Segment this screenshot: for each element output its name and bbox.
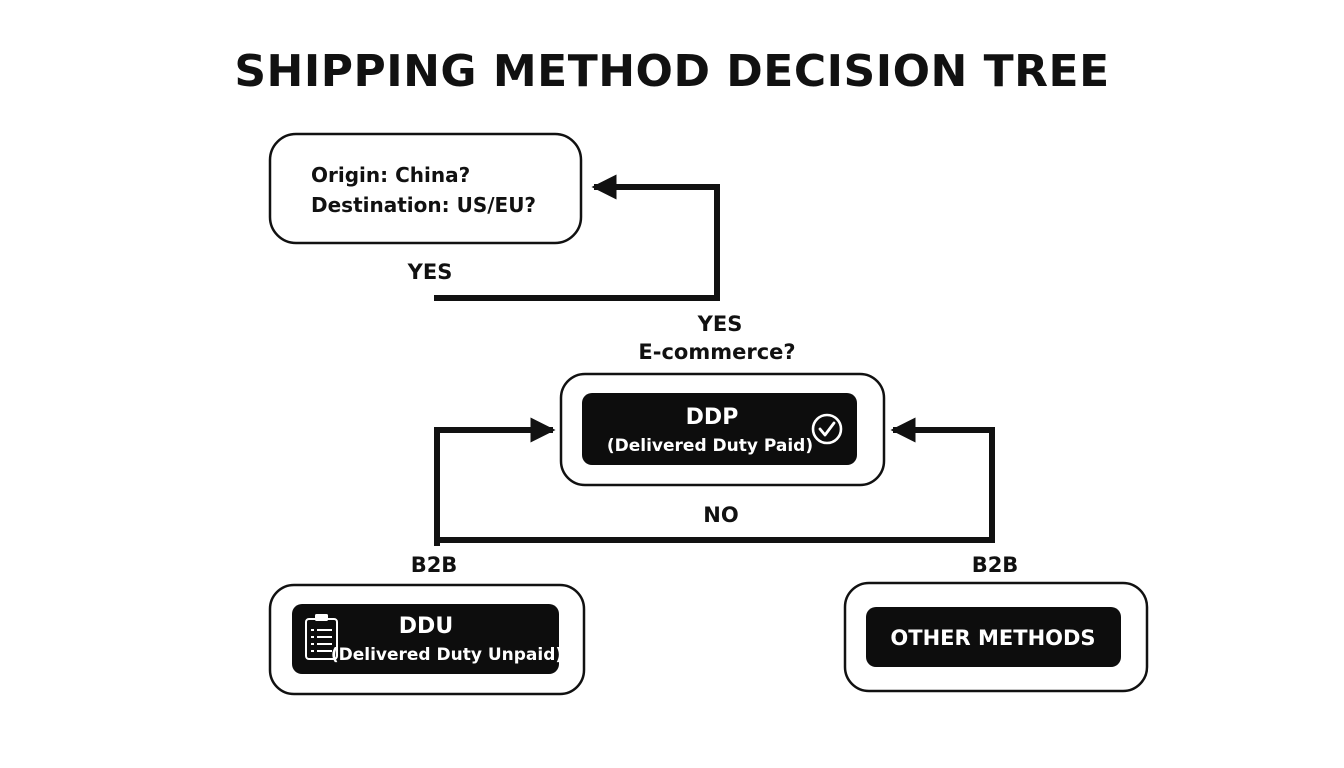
label-no: NO [703,503,738,527]
label-b2b-right: B2B [972,553,1019,577]
ddp-node-inner [582,393,857,465]
question-node-box [268,132,583,245]
other-methods-title: OTHER METHODS [890,626,1095,650]
ddp-node: DDP (Delivered Duty Paid) [559,372,886,487]
edge-no-left-arrow [434,417,556,546]
edge-no-right-arrow [437,417,995,543]
label-ecommerce-question: E-commerce? [638,340,795,364]
ddp-title: DDP [686,405,739,430]
ddu-node: DDU (Delivered Duty Unpaid) [268,583,586,696]
ddu-subtitle: (Delivered Duty Unpaid) [331,645,563,665]
ddu-title: DDU [399,614,453,639]
question-line-origin: Origin: China? [311,163,470,187]
ddu-node-inner [292,604,559,674]
question-node: Origin: China? Destination: US/EU? [268,132,583,245]
other-methods-inner [866,607,1121,667]
label-yes-mid: YES [697,312,743,336]
label-yes-top: YES [407,260,453,284]
check-circle-icon [811,413,843,445]
ddp-subtitle: (Delivered Duty Paid) [607,436,813,456]
edge-yes-loop-arrow [434,174,720,301]
diagram-title: SHIPPING METHOD DECISION TREE [234,46,1109,97]
label-b2b-left: B2B [411,553,458,577]
question-line-destination: Destination: US/EU? [311,193,536,217]
clipboard-icon [305,614,338,660]
other-methods-node: OTHER METHODS [843,581,1149,693]
